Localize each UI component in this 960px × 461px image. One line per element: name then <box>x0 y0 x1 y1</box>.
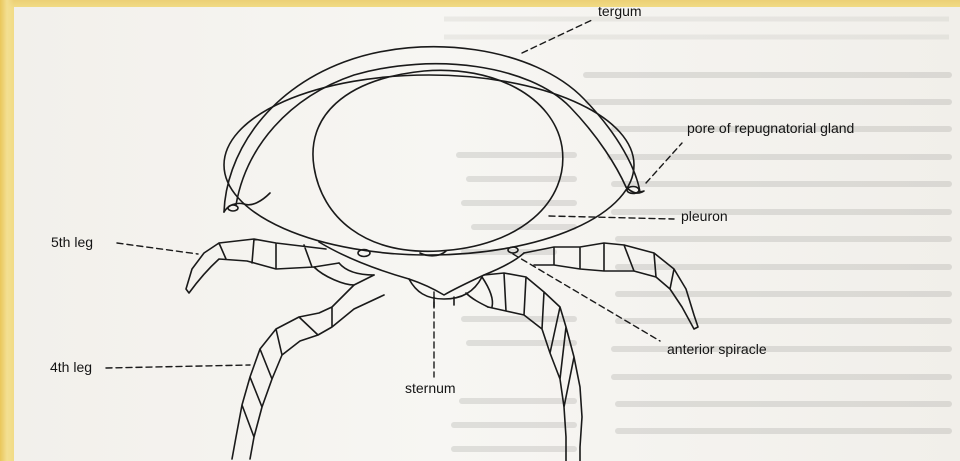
leader-spiracle <box>513 254 660 341</box>
left-leg-4 <box>232 275 384 459</box>
leader-tergum <box>522 20 592 53</box>
label-4th-leg: 4th leg <box>50 359 92 375</box>
scanned-page: tergum pore of repugnatorial gland pleur… <box>14 7 960 461</box>
label-tergum: tergum <box>598 7 642 19</box>
label-5th-leg: 5th leg <box>51 234 93 250</box>
leader-leg4 <box>106 365 250 368</box>
left-leg-5 <box>186 239 339 293</box>
tergum-outline <box>224 47 640 212</box>
leader-pleuron <box>549 216 674 219</box>
label-sternum: sternum <box>405 380 456 396</box>
leader-leg5 <box>117 243 198 254</box>
body-lumen <box>313 70 563 251</box>
right-leg-upper <box>524 243 698 329</box>
right-leg-lower <box>484 273 582 461</box>
label-anterior-spiracle: anterior spiracle <box>667 341 767 357</box>
body-ring-outer <box>224 75 634 255</box>
millipede-cross-section <box>14 7 960 461</box>
label-pore: pore of repugnatorial gland <box>687 120 854 136</box>
label-pleuron: pleuron <box>681 208 728 224</box>
leader-pore <box>646 143 682 183</box>
tergum-left-tip <box>224 193 270 212</box>
